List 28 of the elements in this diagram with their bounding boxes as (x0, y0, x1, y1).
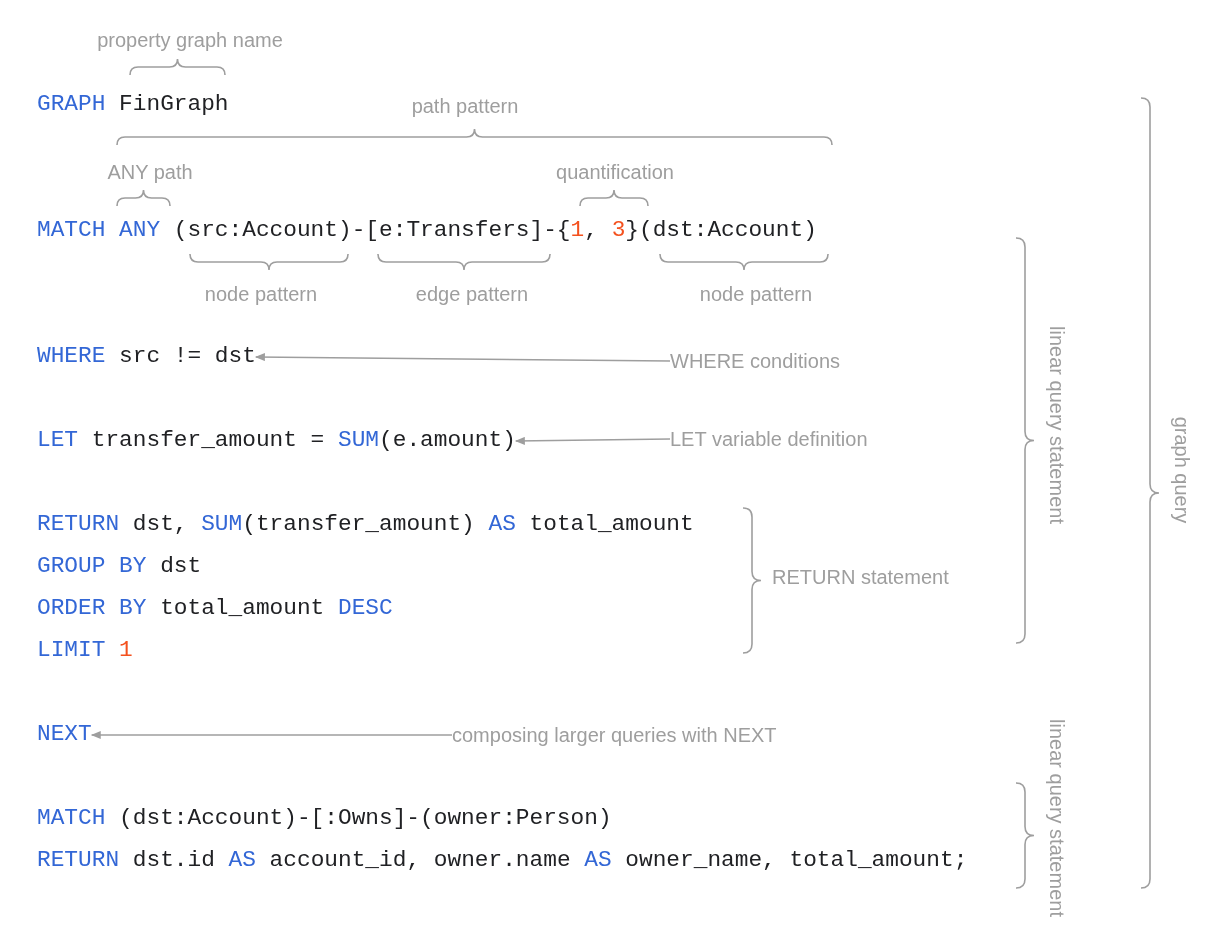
code-line: GRAPH FinGraph (37, 91, 229, 119)
code-line: GROUP BY dst (37, 553, 202, 581)
annotation-label: composing larger queries with NEXT (452, 723, 777, 747)
code-line: LIMIT 1 (37, 637, 133, 665)
annotation-label: linear query statement (1045, 326, 1069, 524)
arrow (254, 353, 671, 362)
code-line: RETURN dst, SUM(transfer_amount) AS total_amount (37, 511, 694, 539)
annotation-label: linear query statement (1045, 719, 1069, 917)
annotation-label: node pattern (699, 282, 813, 306)
annotation-label: node pattern (204, 282, 318, 306)
annotation-label: path pattern (411, 94, 519, 118)
code-line: WHERE src != dst (37, 343, 256, 371)
arrow (90, 731, 453, 739)
annotation-label: ANY path (107, 160, 193, 184)
annotation-label: edge pattern (415, 282, 529, 306)
code-line: ORDER BY total_amount DESC (37, 595, 393, 623)
annotation-label: quantification (556, 160, 674, 184)
arrow (514, 436, 671, 445)
annotation-label: property graph name (97, 28, 283, 52)
code-line: LET transfer_amount = SUM(e.amount) (37, 427, 516, 455)
annotation-label: WHERE conditions (670, 349, 841, 373)
code-line: NEXT (37, 721, 92, 749)
code-line: MATCH (dst:Account)-[:Owns]-(owner:Person) (37, 805, 612, 833)
annotation-label: RETURN statement (772, 565, 949, 589)
annotation-label: graph query (1170, 416, 1194, 524)
code-line: RETURN dst.id AS account_id, owner.name AS owner_name, total_amount; (37, 847, 968, 875)
annotation-label: LET variable definition (670, 427, 868, 451)
code-line: MATCH ANY (src:Account)-[e:Transfers]-{1, 3}(dst:Account) (37, 217, 817, 245)
